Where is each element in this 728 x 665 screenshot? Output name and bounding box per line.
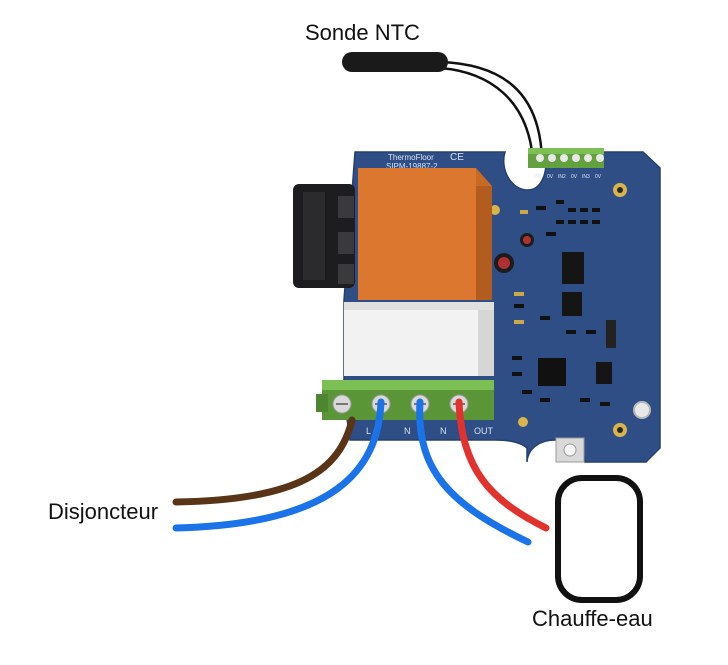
- ce-mark: CE: [450, 152, 464, 163]
- wire-brown: [172, 416, 356, 506]
- terminal-label: 0V: [595, 174, 602, 180]
- sensor-cable: [439, 66, 535, 161]
- wire-blue-right: [416, 398, 532, 546]
- ntc-sensor: [342, 52, 544, 161]
- power-terminal-labels: L N N OUT: [366, 426, 494, 436]
- mount-hole: [490, 205, 500, 215]
- relay-bracket: [293, 184, 355, 288]
- terminal-label: IN2: [558, 174, 566, 180]
- capacitor: [498, 257, 510, 269]
- relay: [358, 168, 492, 300]
- relay-housing: [344, 302, 494, 376]
- pcb-components: [494, 200, 651, 463]
- board-model: SIPM-19887-2: [386, 162, 438, 171]
- terminal-label: L: [366, 426, 371, 436]
- ic-chip: [596, 362, 612, 384]
- capacitor: [523, 236, 531, 244]
- terminal-screw: [332, 394, 352, 414]
- water-heater-label: Chauffe-eau: [532, 606, 653, 631]
- connector: [606, 320, 616, 348]
- ic-chip: [562, 252, 584, 284]
- sensor-terminal-block: [528, 148, 604, 168]
- power-terminal-block: [316, 380, 494, 420]
- sensor-cable: [439, 60, 544, 161]
- terminal-label: 0V: [571, 174, 578, 180]
- water-heater-symbol: [555, 475, 643, 603]
- sensor-label: Sonde NTC: [305, 20, 420, 45]
- terminal-label: IN1: [534, 174, 542, 180]
- board-brand: ThermoFloor: [388, 153, 434, 162]
- sensor-probe: [342, 52, 448, 72]
- terminal-label: N: [440, 426, 447, 436]
- mount-hole: [518, 417, 528, 427]
- sensor-terminal-labels: IN1 0V IN2 0V IN3 0V: [534, 174, 602, 180]
- ic-chip: [562, 292, 582, 316]
- mcu-chip: [538, 358, 566, 386]
- mount-hole: [617, 427, 623, 433]
- breaker-label: Disjoncteur: [48, 499, 159, 524]
- wire-red: [455, 398, 550, 532]
- mount-hole: [617, 187, 623, 193]
- wire-blue-left: [172, 398, 385, 532]
- led: [633, 401, 651, 419]
- terminal-label: IN3: [582, 174, 590, 180]
- terminal-label: N: [404, 426, 411, 436]
- terminal-label: 0V: [547, 174, 554, 180]
- terminal-label: OUT: [474, 426, 494, 436]
